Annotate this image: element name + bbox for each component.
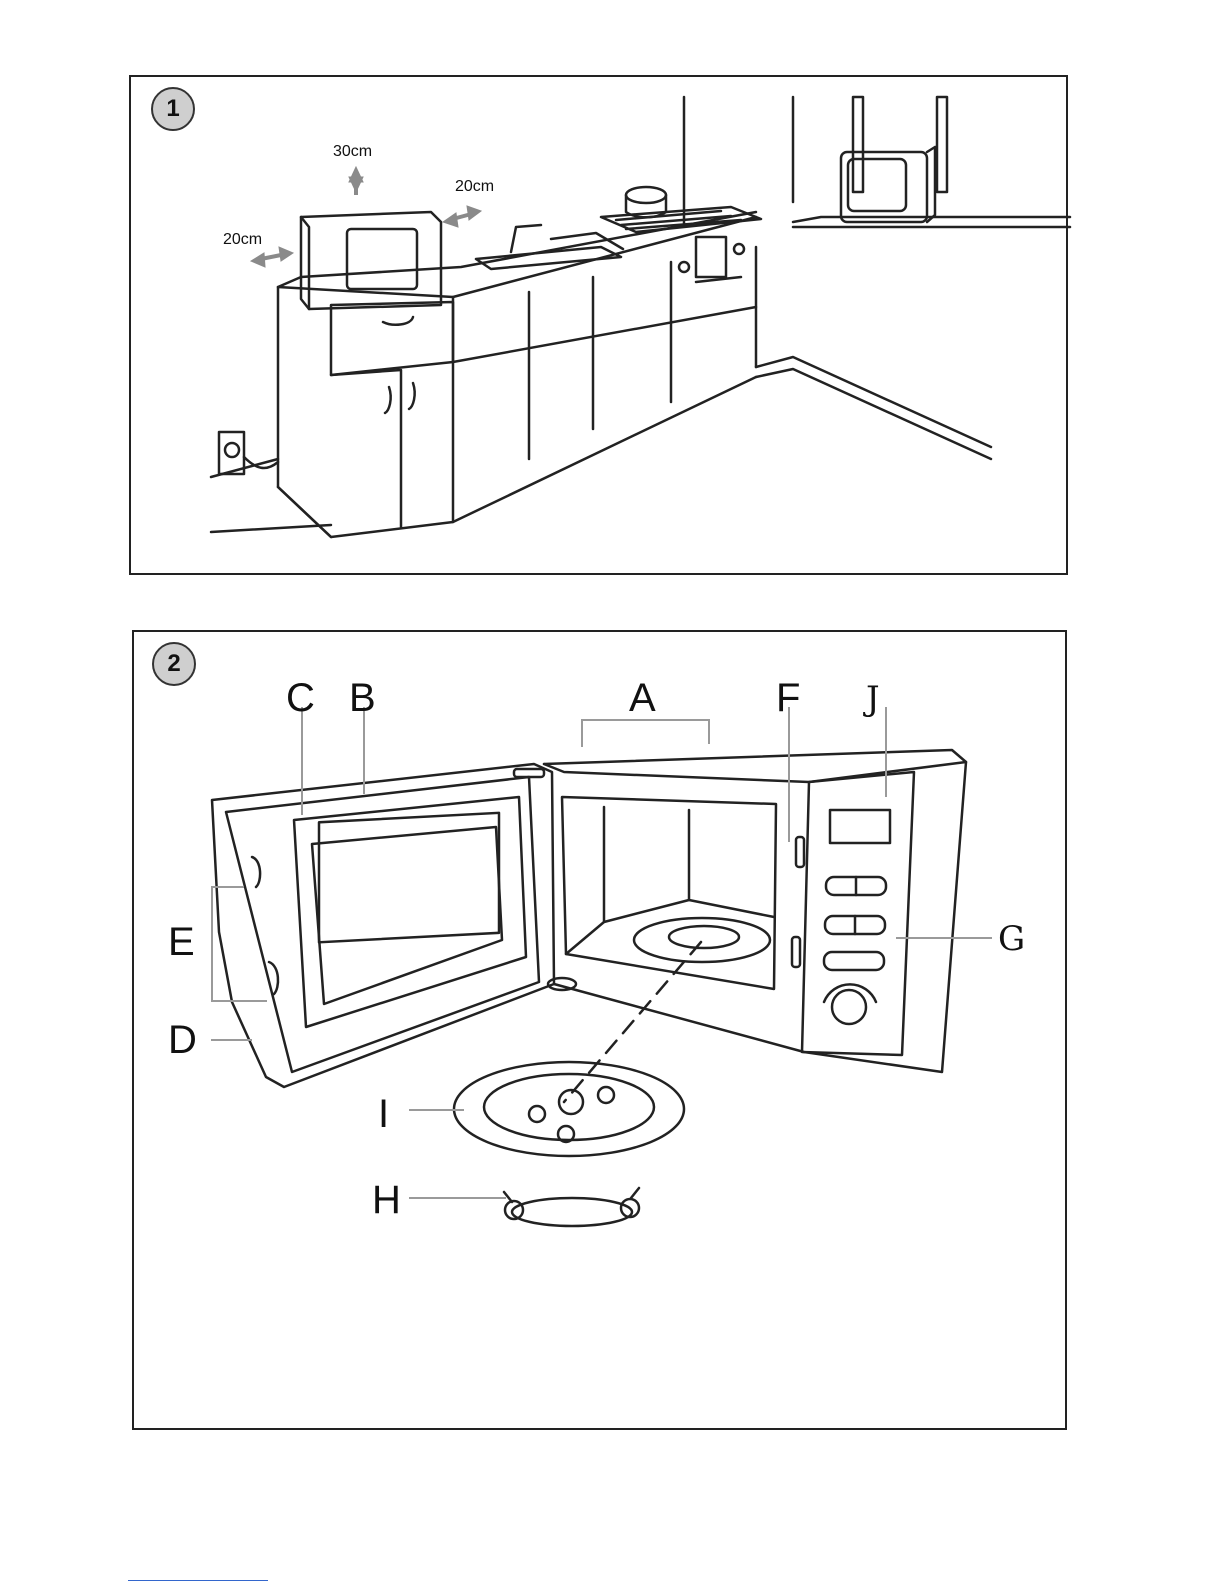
- clearance-right-label: 20cm: [455, 178, 494, 196]
- double-arrow-icon: [251, 247, 293, 267]
- label-i: I: [378, 1094, 389, 1134]
- double-arrow-icon: [443, 206, 481, 227]
- clearance-left-label: 20cm: [223, 231, 262, 249]
- label-d: D: [168, 1020, 197, 1060]
- double-arrow-icon: [349, 167, 363, 195]
- label-g: G: [998, 922, 1025, 956]
- label-b: B: [349, 678, 376, 718]
- footer-link-underline: [128, 1580, 268, 1581]
- clearance-top-label: 30cm: [333, 143, 372, 161]
- label-leader-lines: [134, 632, 1069, 1432]
- clearance-arrows: [131, 77, 1070, 577]
- label-h: H: [372, 1180, 401, 1220]
- label-j: J: [866, 682, 880, 716]
- figure-2-panel: 2: [132, 630, 1067, 1430]
- label-c: C: [286, 678, 315, 718]
- label-a: A: [629, 678, 656, 718]
- figure-1-panel: 1: [129, 75, 1068, 575]
- label-e: E: [168, 922, 195, 962]
- label-f: F: [776, 678, 800, 718]
